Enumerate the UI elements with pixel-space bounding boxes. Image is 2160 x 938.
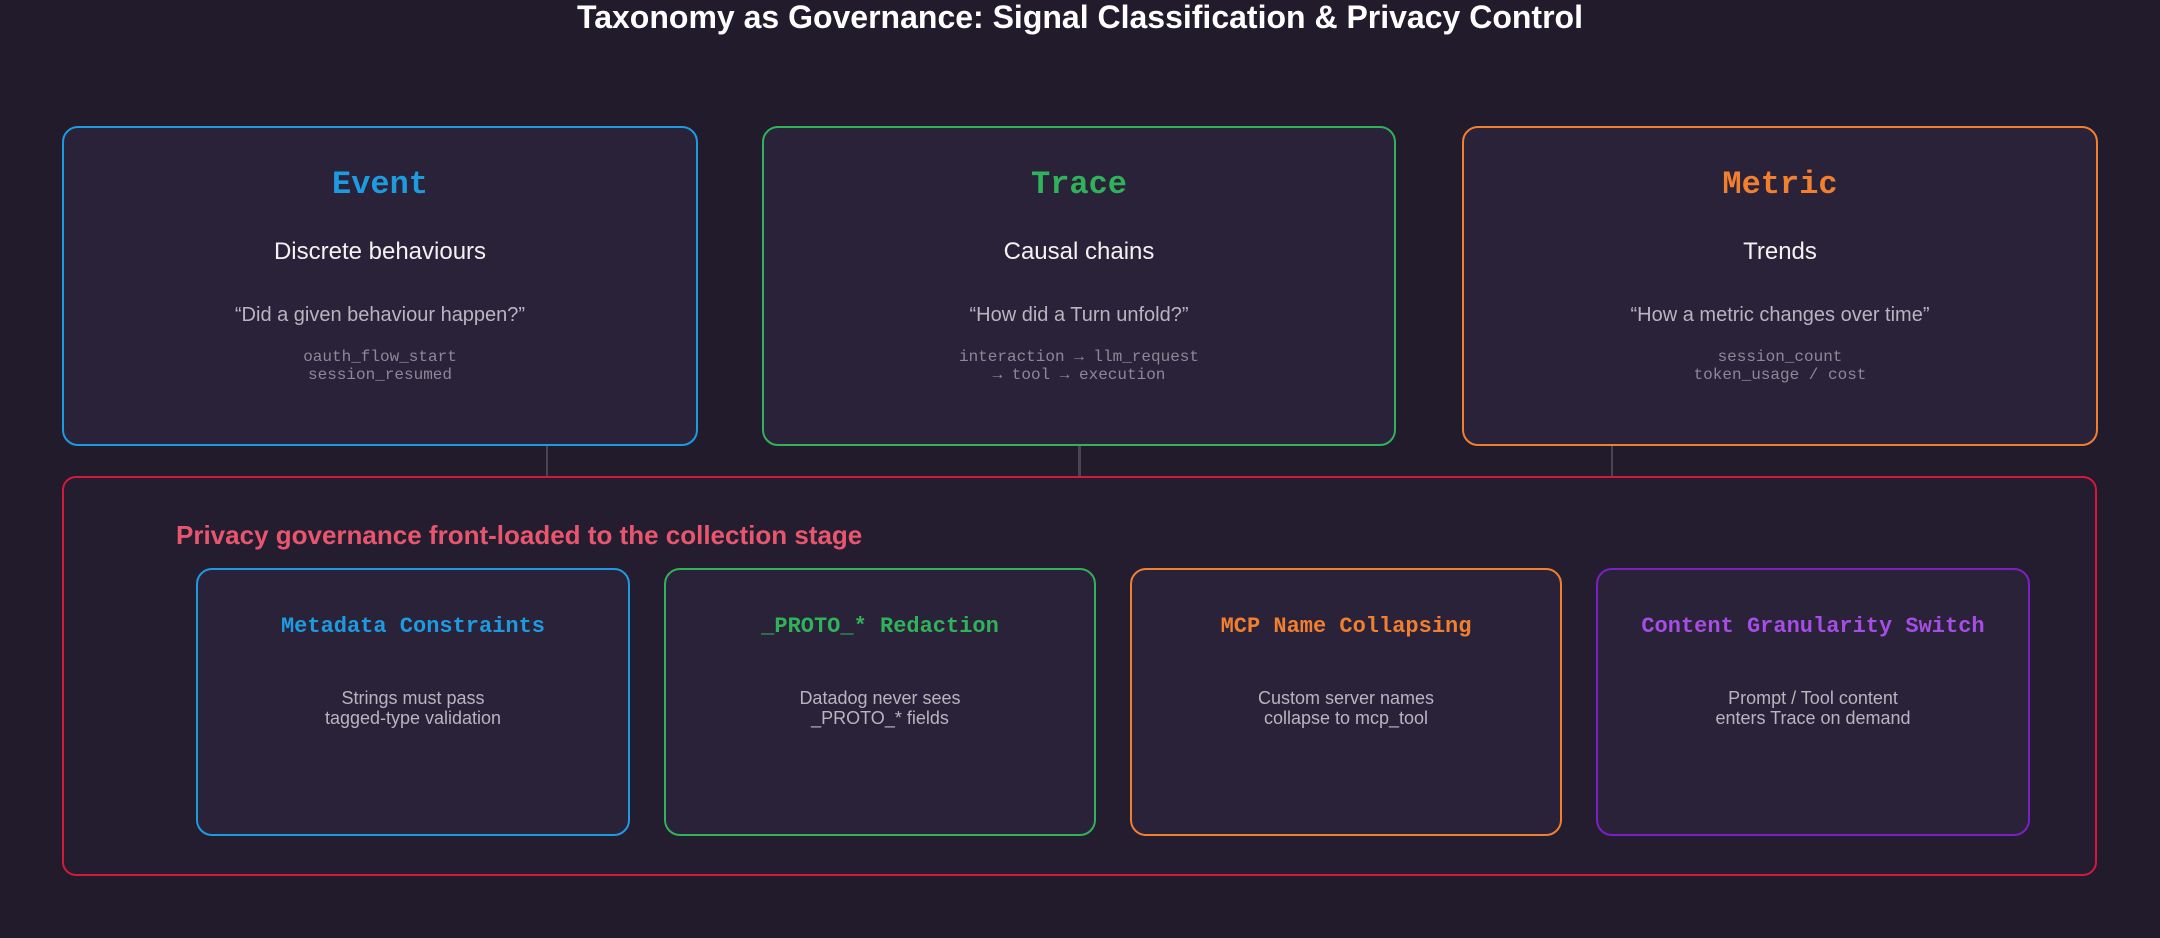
control-name: MCP Name Collapsing xyxy=(1220,614,1472,639)
control-description: _PROTO_* fields xyxy=(811,708,949,728)
signal-subtitle: Discrete behaviours xyxy=(273,238,487,265)
signal-card-trace: Trace Causal chains “How did a Turn unfo… xyxy=(762,126,1396,446)
signal-card-event: Event Discrete behaviours “Did a given b… xyxy=(62,126,698,446)
control-card-proto-redaction: _PROTO_* Redaction Datadog never sees _P… xyxy=(664,568,1096,836)
control-card-mcp-name-collapsing: MCP Name Collapsing Custom server names … xyxy=(1130,568,1562,836)
signal-question: “Did a given behaviour happen?” xyxy=(234,304,526,326)
signal-subtitle: Trends xyxy=(1743,238,1817,265)
connector-line xyxy=(1078,446,1081,476)
control-card-metadata-constraints: Metadata Constraints Strings must pass t… xyxy=(196,568,630,836)
signal-example: session_resumed xyxy=(307,366,453,384)
privacy-heading: Privacy governance front-loaded to the c… xyxy=(176,520,863,550)
signal-subtitle: Causal chains xyxy=(1003,238,1155,265)
diagram-title: Taxonomy as Governance: Signal Classific… xyxy=(577,0,1583,35)
control-description: Datadog never sees xyxy=(799,688,961,708)
control-name: _PROTO_* Redaction xyxy=(761,614,999,639)
control-description: tagged-type validation xyxy=(324,708,502,728)
signal-example: session_count xyxy=(1717,348,1843,366)
signal-name: Trace xyxy=(1030,166,1127,203)
connector-line xyxy=(1611,446,1613,476)
signal-question: “How a metric changes over time” xyxy=(1630,304,1930,326)
control-description: Prompt / Tool content xyxy=(1728,688,1898,708)
control-name: Metadata Constraints xyxy=(280,614,546,639)
signal-question: “How did a Turn unfold?” xyxy=(969,304,1189,326)
signal-example: oauth_flow_start xyxy=(303,348,457,366)
control-description: Strings must pass xyxy=(341,688,485,708)
signal-example: interaction → llm_request xyxy=(958,348,1200,366)
signal-name: Event xyxy=(331,166,428,203)
signal-name: Metric xyxy=(1722,166,1838,203)
signal-card-metric: Metric Trends “How a metric changes over… xyxy=(1462,126,2098,446)
control-card-content-granularity-switch: Content Granularity Switch Prompt / Tool… xyxy=(1596,568,2030,836)
control-description: collapse to mcp_tool xyxy=(1263,708,1429,728)
signal-example: → tool → execution xyxy=(992,366,1166,384)
control-description: Custom server names xyxy=(1257,688,1435,708)
signal-example: token_usage / cost xyxy=(1693,366,1867,384)
connector-line xyxy=(546,446,548,476)
control-name: Content Granularity Switch xyxy=(1641,614,1985,639)
control-description: enters Trace on demand xyxy=(1715,708,1911,728)
